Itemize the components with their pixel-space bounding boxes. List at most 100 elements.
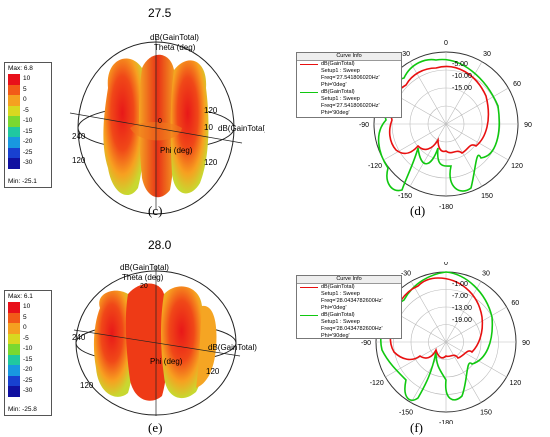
colorbar-step: -25 [8, 147, 51, 158]
polar-spoke [445, 281, 482, 343]
angle-label: 20 [140, 283, 148, 290]
polar-spoke [445, 123, 483, 187]
polar-spoke [445, 61, 483, 125]
colorbar-step: -5 [8, 333, 51, 344]
angle-label: 120 [206, 367, 220, 376]
colorbar-step: -30 [8, 158, 51, 169]
axis-label-phi: Phi (deg) [150, 357, 183, 366]
colorbar-step: -15 [8, 126, 51, 137]
colorbar-tick-label: 10 [23, 303, 31, 311]
axis-label-theta-title: dB(GainTotal) [120, 263, 169, 272]
colorbar-swatch [8, 333, 20, 344]
curve-info-d: Curve Info dB(GainTotal) Setup1 : Sweep … [296, 52, 402, 118]
polar-angle-label: 90 [522, 340, 530, 347]
colorbar-max: Max: 6.1 [8, 293, 33, 300]
polar-spoke [410, 341, 447, 403]
colorbar-step: -10 [8, 344, 51, 355]
polar-angle-label: -150 [399, 409, 413, 416]
polar-angle-label: 150 [480, 409, 492, 416]
axis-label-theta-sub: Theta (deg) [122, 273, 164, 282]
frequency-title-e: 28.0 [148, 238, 172, 252]
legend-swatch-green [300, 92, 318, 93]
radiation-pattern-3d-c: dB(GainTotal) Theta (deg) dB(GainTotal) … [69, 33, 265, 215]
curve-info-entry: dB(GainTotal) Setup1 : Sweep Freq='28.04… [297, 312, 401, 340]
colorbar-min: Min: -25.1 [8, 178, 37, 185]
axis-label-right: dB(GainTotal) [218, 124, 265, 133]
colorbar-step: 10 [8, 74, 51, 85]
colorbar-step: -25 [8, 375, 51, 386]
colorbar-swatch [8, 126, 20, 137]
panel-label-d: (d) [410, 203, 426, 218]
polar-radial-labels: -1.00-7.00-13.00-19.00 [452, 281, 472, 324]
polar-angle-label: 60 [513, 81, 521, 88]
colorbar-tick-label: -30 [23, 159, 33, 167]
polar-radial-label: -10.00 [452, 73, 472, 80]
polar-angle-label: -150 [398, 193, 412, 200]
axis-label-phi: Phi (deg) [160, 146, 193, 155]
curve-info-title: Curve Info [297, 276, 401, 284]
polar-spoke [409, 123, 447, 187]
angle-label: 240 [72, 333, 86, 342]
colorbar-tick-label: -20 [23, 366, 33, 374]
colorbar-step: 0 [8, 95, 51, 106]
polar-spoke [385, 341, 447, 378]
panel-label-e: (e) [148, 420, 163, 435]
polar-angle-label: 120 [509, 380, 521, 387]
polar-radial-label: -1.00 [452, 281, 468, 288]
colorbar-step: -15 [8, 354, 51, 365]
angle-label: 240 [72, 132, 86, 141]
colorbar-swatch [8, 137, 20, 148]
polar-spoke [445, 306, 507, 343]
polar-angle-label: -180 [439, 420, 453, 424]
polar-angle-label: 30 [483, 51, 491, 58]
colorbar-tick-label: 0 [23, 96, 27, 104]
colorbar-tick-label: 5 [23, 313, 27, 321]
colorbar-tick-label: 10 [23, 75, 31, 83]
polar-grid [373, 51, 519, 197]
polar-spoke [445, 341, 507, 378]
curve-info-f: Curve Info dB(GainTotal) Setup1 : Sweep … [296, 275, 402, 339]
polar-radial-label: -7.00 [452, 293, 468, 300]
colorbar-step: 5 [8, 312, 51, 323]
colorbar-swatch [8, 74, 20, 85]
axis-label-theta-sub: Theta (deg) [154, 43, 196, 52]
legend-swatch-red [300, 287, 318, 288]
colorbar-swatch [8, 158, 20, 169]
polar-angle-label: 90 [524, 122, 532, 129]
polar-angle-label: 0 [444, 262, 448, 267]
curve-phi-90 [377, 58, 500, 192]
frequency-title-c: 27.5 [148, 6, 172, 20]
polar-angle-label: -120 [368, 163, 382, 170]
polar-radial-label: -5.00 [452, 61, 468, 68]
colorbar-step: 0 [8, 323, 51, 334]
polar-radial-labels: -5.00 -10.00 -15.00 [452, 61, 472, 92]
polar-radial-label: -15.00 [452, 85, 472, 92]
axis-label-theta-title: dB(GainTotal) [150, 33, 199, 42]
curve-info-entry: dB(GainTotal) Setup1 : Sweep Freq='27.54… [297, 89, 401, 117]
angle-label: 0 [158, 118, 162, 125]
colorbar-tick-label: -5 [23, 334, 29, 342]
colorbar-swatch [8, 375, 20, 386]
colorbar-tick-label: -15 [23, 355, 33, 363]
polar-angle-label: 120 [511, 163, 523, 170]
colorbar-tick-label: -25 [23, 148, 33, 156]
polar-angle-label: 60 [511, 300, 519, 307]
pattern-lobes [103, 54, 209, 198]
colorbar-step: -20 [8, 137, 51, 148]
colorbar-swatch [8, 147, 20, 158]
polar-angle-label: -90 [359, 122, 369, 129]
colorbar-tick-label: -10 [23, 117, 33, 125]
polar-spoke [445, 341, 482, 403]
colorbar-swatch [8, 312, 20, 323]
polar-radial-label: -13.00 [452, 305, 472, 312]
colorbar-tick-label: -5 [23, 106, 29, 114]
colorbar-tick-label: -15 [23, 127, 33, 135]
colorbar-swatch [8, 84, 20, 95]
colorbar-step: -20 [8, 365, 51, 376]
polar-angle-label: 0 [444, 40, 448, 47]
